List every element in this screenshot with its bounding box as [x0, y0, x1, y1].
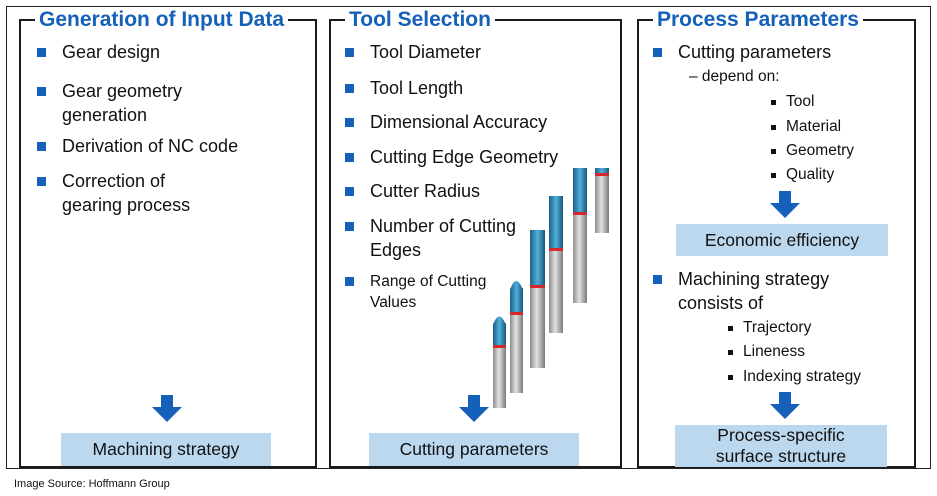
bullet-text-line: consists of [678, 293, 764, 313]
bullet-text: Derivation of NC code [62, 136, 239, 156]
bullet-text: Gear geometry generation [62, 79, 182, 127]
result-box-text: Process-specific surface structure [716, 425, 846, 467]
square-bullet-icon [37, 142, 46, 151]
down-arrow-icon [152, 395, 182, 422]
result-box-cutting-parameters: Cutting parameters [369, 433, 579, 466]
sub-bullet-item: Tool [771, 92, 814, 112]
bullet-text: Cutter Radius [370, 181, 481, 201]
bullet-text-line: gearing process [62, 195, 191, 215]
dot-bullet-icon [771, 99, 776, 105]
bullet-item: Machining strategy consists of [653, 267, 829, 315]
sub-bullet-text: Quality [786, 166, 835, 183]
sub-bullet-item: Lineness [728, 342, 805, 362]
bullet-item: Gear design [37, 40, 160, 64]
bullet-item: Dimensional Accuracy [345, 110, 547, 134]
end-mill-tool-image [493, 168, 609, 408]
sub-bullet-item: Indexing strategy [728, 367, 861, 387]
square-bullet-icon [345, 118, 354, 127]
square-bullet-icon [345, 187, 354, 196]
panel-title: Tool Selection [345, 8, 495, 32]
bullet-item: Cutting parameters [653, 40, 831, 64]
square-bullet-icon [653, 275, 662, 284]
image-source-caption: Image Source: Hoffmann Group [14, 478, 170, 490]
square-bullet-icon [345, 84, 354, 93]
bullet-text: Machining strategy consists of [678, 267, 829, 315]
square-bullet-icon [345, 48, 354, 57]
square-bullet-icon [37, 177, 46, 186]
bullet-item: Tool Diameter [345, 40, 481, 64]
panel-process-parameters: Process Parameters Cutting parameters – … [637, 8, 916, 468]
square-bullet-icon [345, 222, 354, 231]
square-bullet-icon [37, 48, 46, 57]
figure-frame [6, 6, 931, 469]
square-bullet-icon [345, 153, 354, 162]
sub-bullet-item: Geometry [771, 141, 854, 161]
bullet-text: Cutting parameters [678, 42, 832, 62]
sub-bullet-text: Tool [786, 93, 815, 110]
panel-title: Generation of Input Data [35, 8, 289, 32]
bullet-text: Tool Length [370, 78, 464, 98]
dot-bullet-icon [771, 124, 776, 130]
bullet-text-line: Values [370, 294, 417, 311]
result-box-economic-efficiency: Economic efficiency [676, 224, 888, 256]
panel-input-data: Generation of Input Data Gear design Gea… [19, 8, 317, 468]
sub-bullet-item: Material [771, 117, 841, 137]
dot-bullet-icon [771, 148, 776, 154]
bullet-text: Dimensional Accuracy [370, 112, 548, 132]
dot-bullet-icon [771, 172, 776, 178]
result-box-line: surface structure [715, 446, 847, 466]
square-bullet-icon [37, 87, 46, 96]
bullet-item: Range of Cutting Values [345, 271, 486, 313]
panel-tool-selection: Tool Selection Tool Diameter Tool Length… [329, 8, 622, 468]
dot-bullet-icon [728, 349, 733, 355]
bullet-text-line: generation [62, 105, 148, 125]
bullet-item: Derivation of NC code [37, 134, 238, 158]
result-box-machining-strategy: Machining strategy [61, 433, 271, 466]
bullet-text-line: Correction of [62, 171, 166, 191]
sub-bullet-item: Quality [771, 165, 834, 185]
bullet-text-line: Edges [370, 240, 422, 260]
bullet-item: Cutter Radius [345, 179, 480, 203]
bullet-text: Tool Diameter [370, 42, 482, 62]
square-bullet-icon [345, 277, 354, 286]
bullet-item: Correction of gearing process [37, 169, 190, 217]
bullet-item: Cutting Edge Geometry [345, 145, 558, 169]
bullet-text-line: Number of Cutting [370, 216, 517, 236]
sub-bullet-text: Geometry [786, 142, 855, 159]
bullet-text: Number of Cutting Edges [370, 214, 516, 262]
sub-bullet-text: Trajectory [743, 319, 812, 336]
sub-bullet-text: Material [786, 118, 842, 135]
down-arrow-icon [770, 392, 800, 419]
bullet-text: Range of Cutting Values [370, 271, 486, 313]
bullet-item: Tool Length [345, 76, 463, 100]
bullet-text: Gear design [62, 42, 161, 62]
sub-bullet-item: Trajectory [728, 318, 811, 338]
down-arrow-icon [459, 395, 489, 422]
bullet-text-line: Range of Cutting [370, 273, 487, 290]
sub-bullet-text: Lineness [743, 343, 806, 360]
square-bullet-icon [653, 48, 662, 57]
bullet-item: Gear geometry generation [37, 79, 182, 127]
sub-caption: – depend on: [689, 68, 780, 85]
bullet-text-line: Gear geometry [62, 81, 183, 101]
sub-bullet-text: Indexing strategy [743, 368, 862, 385]
dot-bullet-icon [728, 325, 733, 331]
result-box-process-specific-surface: Process-specific surface structure [675, 425, 887, 467]
bullet-text: Correction of gearing process [62, 169, 190, 217]
bullet-text-line: Machining strategy [678, 269, 830, 289]
bullet-item: Number of Cutting Edges [345, 214, 516, 262]
result-box-line: Process-specific [717, 425, 845, 445]
dot-bullet-icon [728, 374, 733, 380]
panel-title: Process Parameters [653, 8, 863, 32]
down-arrow-icon [770, 191, 800, 218]
bullet-text: Cutting Edge Geometry [370, 147, 559, 167]
